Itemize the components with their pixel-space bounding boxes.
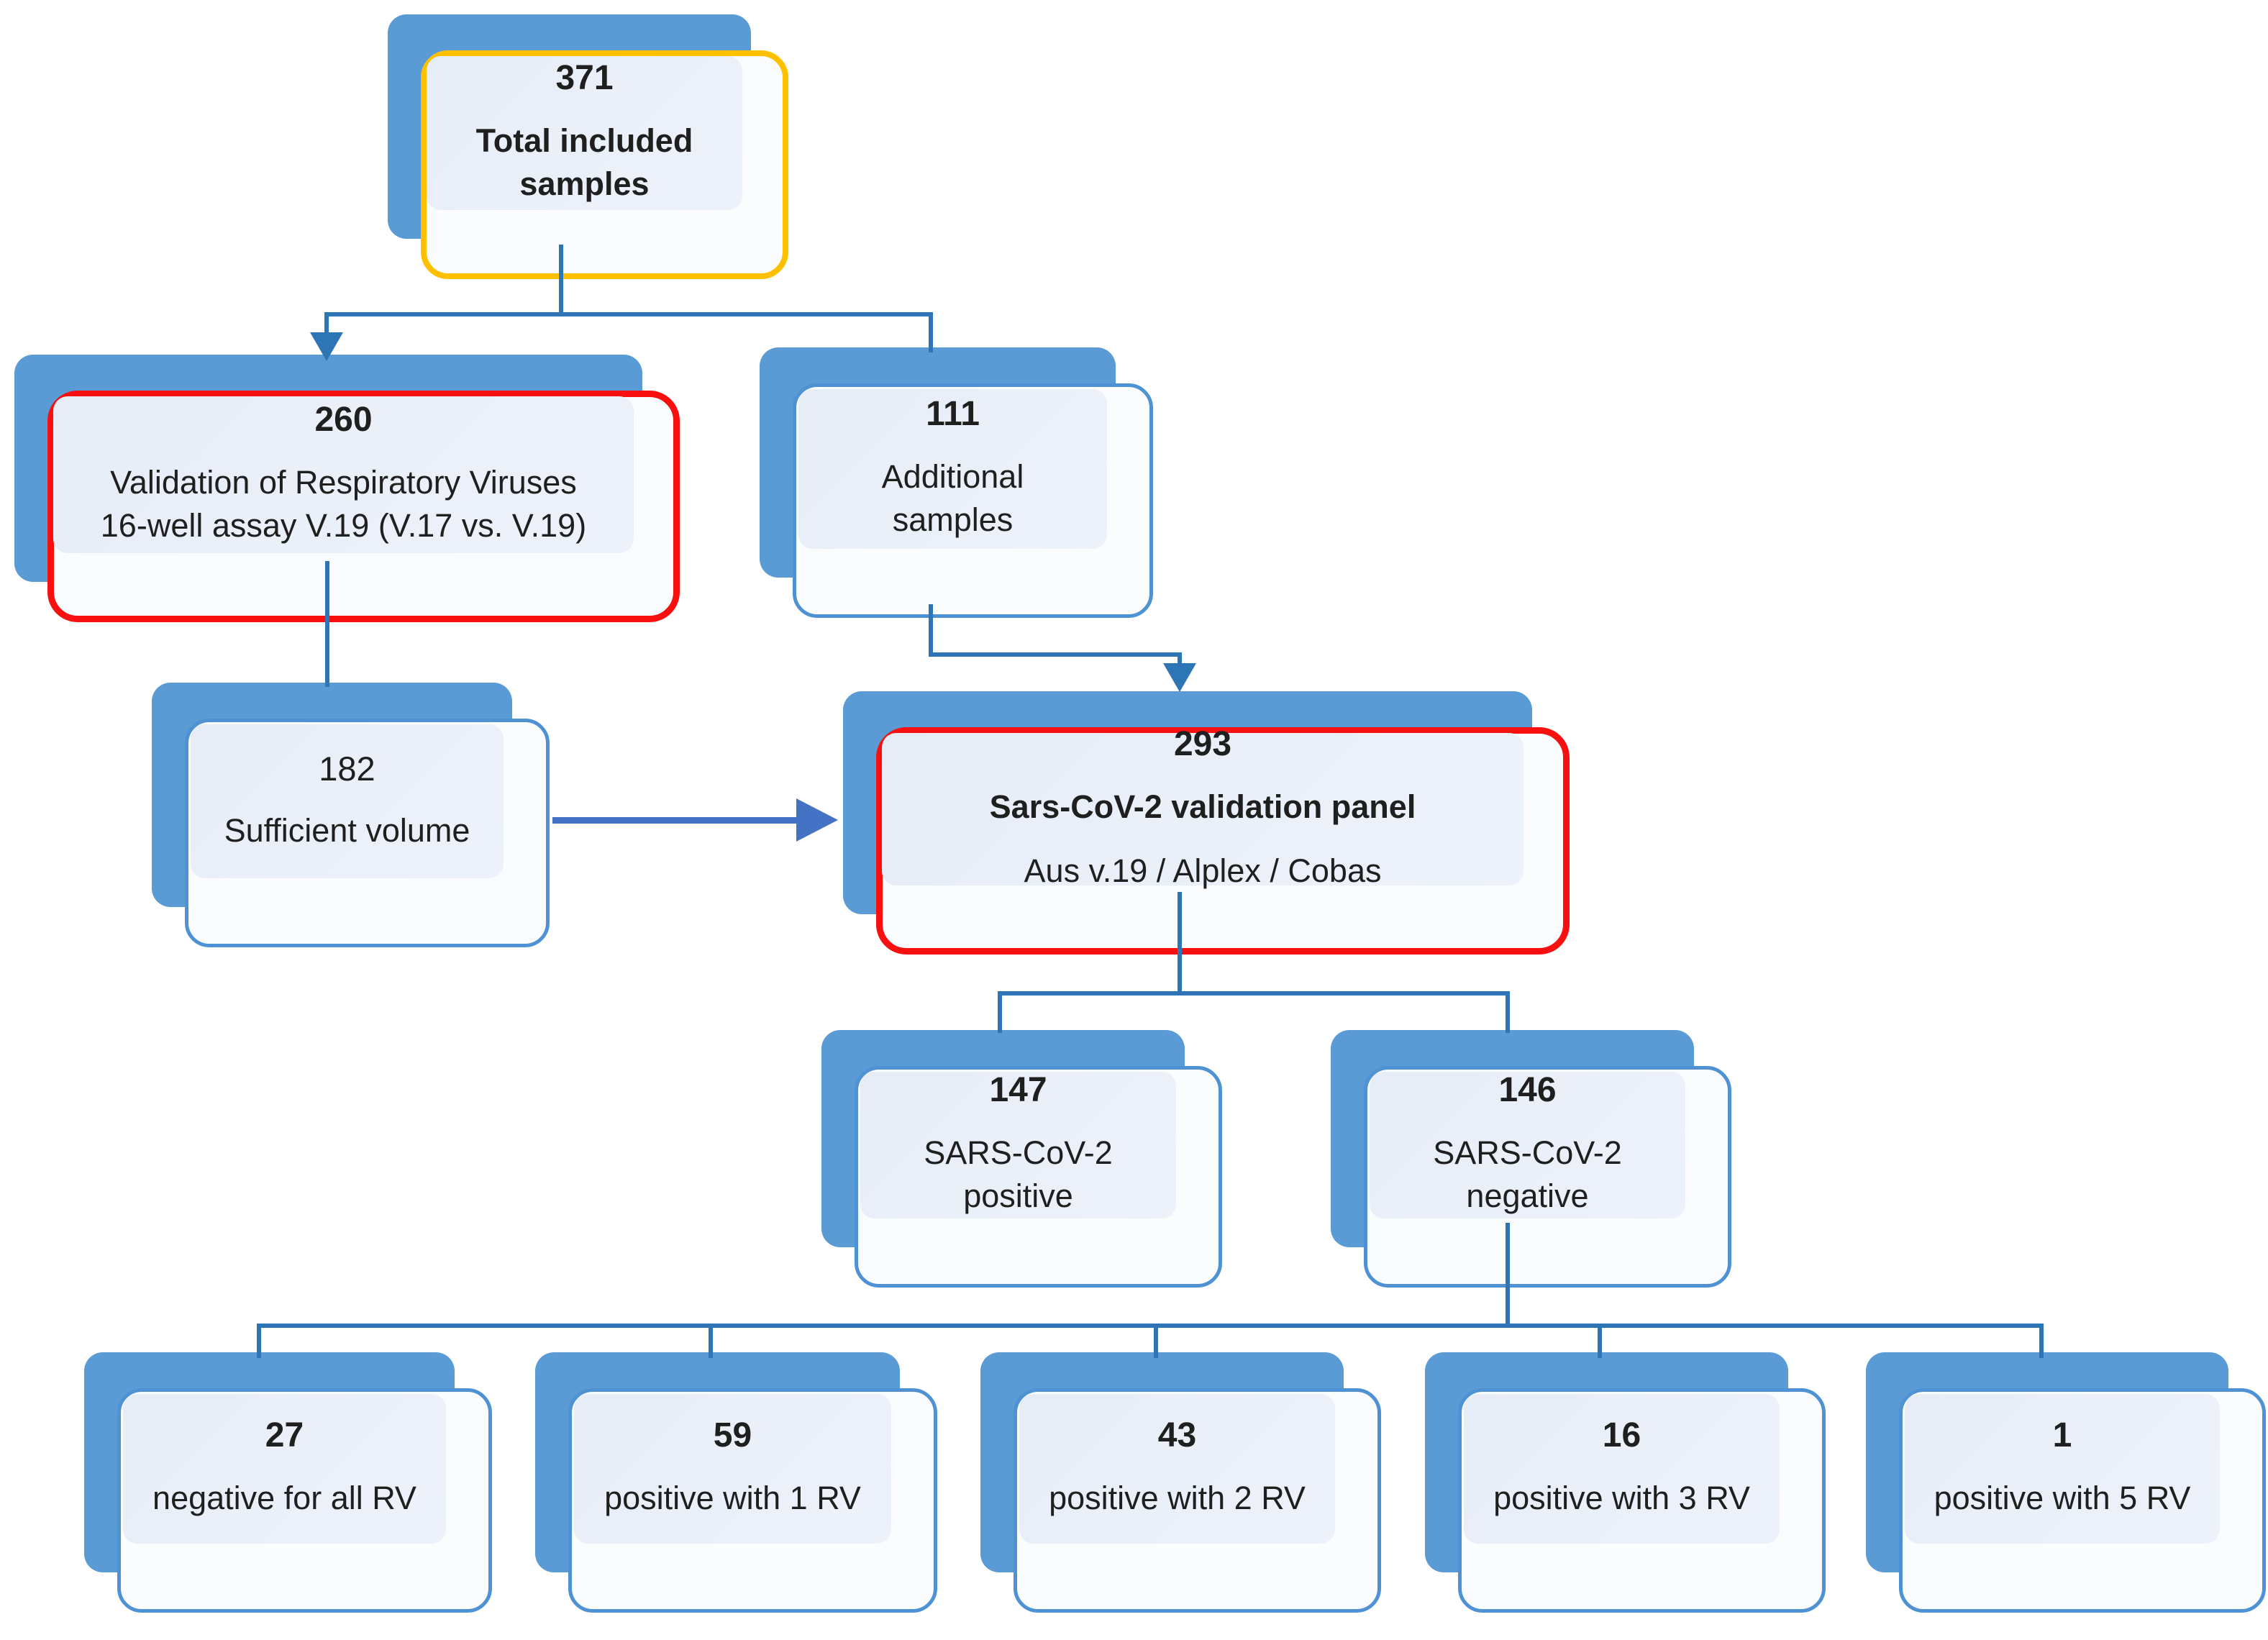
node-value: 293 (1173, 725, 1232, 764)
node-value: 43 (1157, 1416, 1197, 1455)
connector-drop-negative (1506, 991, 1510, 1033)
node-label: Additional samples (881, 458, 1024, 539)
connector-additional-stem (929, 604, 933, 657)
node-additional-samples: 111 Additional samples (760, 347, 1153, 618)
node-label: positive with 2 RV (1049, 1480, 1306, 1517)
arrowhead-into-panel (1163, 663, 1196, 692)
card-panel: 371 Total included samples (427, 56, 742, 210)
node-sublabel: Aus v.19 / Alplex / Cobas (1024, 852, 1382, 890)
connector-bottom-bar (257, 1324, 2044, 1328)
node-value: 111 (926, 395, 980, 434)
card-panel: 16 positive with 3 RV (1464, 1394, 1780, 1544)
node-label: Total included samples (475, 122, 693, 203)
node-value: 371 (555, 59, 614, 98)
connector-drop-rv1 (709, 1324, 713, 1358)
connector-sufficient-to-panel (552, 817, 801, 824)
node-label: negative for all RV (152, 1480, 416, 1517)
node-value: 260 (314, 401, 373, 439)
connector-drop-rv2 (1154, 1324, 1158, 1358)
arrowhead-into-validation (310, 332, 343, 361)
node-sufficient-volume: 182 Sufficient volume (152, 683, 550, 947)
node-value: 146 (1498, 1071, 1557, 1110)
connector-validation-to-sufficient (325, 561, 329, 687)
card-panel: 146 SARS-CoV-2 negative (1370, 1071, 1685, 1218)
card-panel: 59 positive with 1 RV (574, 1394, 891, 1544)
node-value: 16 (1602, 1416, 1641, 1455)
connector-drop-positive (998, 991, 1002, 1033)
connector-total-split-bar (324, 312, 933, 316)
node-sarscov2-validation-panel: 293 Sars-CoV-2 validation panel Aus v.19… (843, 691, 1570, 955)
card-panel: 293 Sars-CoV-2 validation panel Aus v.19… (882, 725, 1524, 889)
node-label: positive with 1 RV (604, 1480, 861, 1517)
connector-total-stem (559, 245, 563, 316)
connector-additional-elbow (929, 652, 1182, 657)
node-positive-2-rv: 43 positive with 2 RV (980, 1352, 1381, 1613)
node-label: positive with 5 RV (1934, 1480, 2191, 1517)
node-value: 147 (989, 1071, 1047, 1110)
connector-drop-rv5 (2039, 1324, 2044, 1358)
node-value: 1 (2052, 1416, 2072, 1455)
connector-panel-split-bar (998, 991, 1510, 996)
node-negative-all-rv: 27 negative for all RV (84, 1352, 492, 1613)
node-label: positive with 3 RV (1493, 1480, 1750, 1517)
node-value: 182 (319, 750, 375, 788)
arrowhead-right-into-panel (796, 798, 838, 842)
card-panel: 1 positive with 5 RV (1905, 1394, 2220, 1544)
node-sarscov2-negative: 146 SARS-CoV-2 negative (1331, 1030, 1731, 1288)
node-positive-1-rv: 59 positive with 1 RV (535, 1352, 937, 1613)
connector-drop-rv0 (257, 1324, 261, 1358)
node-sarscov2-positive: 147 SARS-CoV-2 positive (821, 1030, 1222, 1288)
card-panel: 27 negative for all RV (123, 1394, 446, 1544)
node-label: Sars-CoV-2 validation panel (989, 788, 1416, 825)
connector-negative-stem (1506, 1223, 1510, 1328)
connector-branch-validation (324, 312, 329, 335)
card-panel: 43 positive with 2 RV (1019, 1394, 1335, 1544)
connector-panel-stem (1178, 892, 1182, 996)
node-value: 27 (265, 1416, 304, 1455)
node-label: Sufficient volume (224, 811, 470, 849)
connector-branch-additional (929, 312, 933, 352)
card-panel: 111 Additional samples (798, 389, 1107, 549)
node-positive-3-rv: 16 positive with 3 RV (1425, 1352, 1826, 1613)
connector-additional-drop (1178, 652, 1182, 667)
node-value: 59 (713, 1416, 752, 1455)
card-panel: 182 Sufficient volume (191, 724, 504, 878)
node-validation-respiratory-viruses: 260 Validation of Respiratory Viruses 16… (14, 355, 680, 622)
card-panel: 260 Validation of Respiratory Viruses 16… (53, 396, 634, 553)
node-label: SARS-CoV-2 positive (924, 1134, 1113, 1215)
node-total-included-samples: 371 Total included samples (388, 14, 788, 279)
node-positive-5-rv: 1 positive with 5 RV (1866, 1352, 2266, 1613)
connector-drop-rv3 (1598, 1324, 1602, 1358)
card-panel: 147 SARS-CoV-2 positive (860, 1071, 1176, 1218)
node-label: Validation of Respiratory Viruses 16-wel… (100, 464, 587, 545)
node-label: SARS-CoV-2 negative (1433, 1134, 1622, 1215)
